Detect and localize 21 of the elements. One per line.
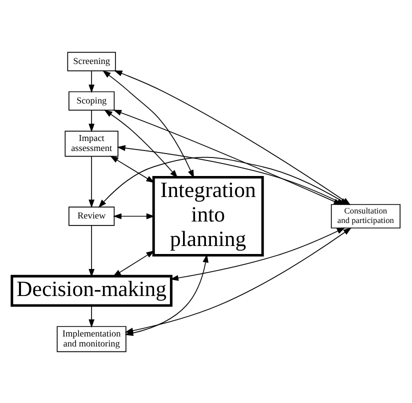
arrow — [113, 212, 155, 219]
node-box: Screening — [67, 51, 116, 71]
arrow — [110, 155, 155, 182]
arrow — [88, 156, 94, 208]
node-box: Decision-making — [10, 274, 172, 306]
arrow — [170, 227, 346, 280]
node-box: Scoping — [68, 90, 115, 110]
arrow — [124, 226, 352, 334]
node-box: Implementation and monitoring — [56, 326, 126, 352]
node-box: Impact assessment — [64, 130, 118, 156]
arrow — [88, 224, 94, 277]
arrow — [88, 70, 94, 92]
node-box: Review — [68, 206, 115, 226]
arrow — [104, 109, 178, 178]
arrow — [112, 250, 155, 276]
arrow — [88, 110, 94, 132]
arrow — [88, 304, 94, 328]
arrow — [102, 70, 194, 178]
node-box: Integration into planning — [152, 176, 264, 256]
node-box: Consultation and participation — [330, 204, 400, 228]
arrow — [98, 156, 349, 208]
